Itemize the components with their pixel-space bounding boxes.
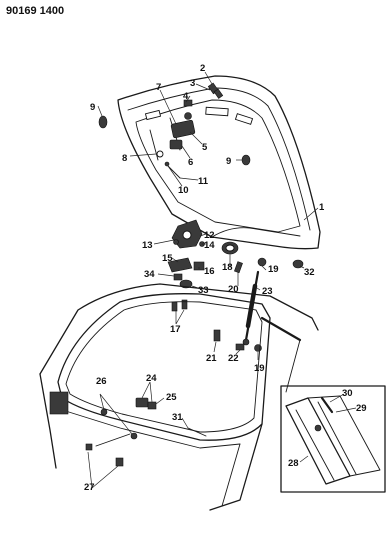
callout-14: 14 — [204, 240, 215, 251]
callout-9-right: 9 — [226, 156, 231, 167]
callout-12: 12 — [204, 230, 215, 241]
callout-4: 4 — [183, 91, 189, 102]
diagram-code: 90169 1400 — [6, 5, 64, 17]
callout-15: 15 — [162, 253, 173, 264]
callout-23: 23 — [262, 286, 273, 297]
callout-1: 1 — [319, 202, 325, 213]
callout-20: 20 — [228, 284, 239, 295]
leader-lines — [87, 71, 357, 489]
callout-30: 30 — [342, 388, 353, 399]
callout-9-left: 9 — [90, 102, 95, 113]
callout-32: 32 — [304, 267, 315, 278]
callout-33: 33 — [198, 285, 209, 296]
callout-10: 10 — [178, 185, 189, 196]
body-opening — [39, 283, 319, 511]
callout-3: 3 — [190, 78, 195, 89]
callout-17: 17 — [170, 324, 181, 335]
callout-25: 25 — [166, 392, 177, 403]
liftgate-panel — [117, 75, 321, 250]
callout-2: 2 — [200, 63, 205, 74]
callout-31: 31 — [172, 412, 183, 423]
callout-6: 6 — [188, 157, 193, 168]
callout-5: 5 — [202, 142, 208, 153]
liftgate-hardware — [98, 82, 251, 179]
callout-19-lower: 19 — [254, 363, 265, 374]
lower-hardware — [85, 397, 157, 467]
callout-22: 22 — [228, 353, 239, 364]
latch-assembly — [167, 219, 304, 312]
callout-18: 18 — [222, 262, 233, 273]
callout-19-upper: 19 — [268, 264, 279, 275]
callout-11: 11 — [198, 176, 209, 187]
callout-16: 16 — [204, 266, 215, 277]
callout-7: 7 — [156, 82, 161, 93]
callout-24: 24 — [146, 373, 157, 384]
callout-26: 26 — [96, 376, 107, 387]
callout-21: 21 — [206, 353, 217, 364]
callout-8: 8 — [122, 153, 127, 164]
callout-28: 28 — [288, 458, 299, 469]
callout-27: 27 — [84, 482, 95, 493]
detail-inset — [280, 339, 386, 493]
callout-labels: 1 2 3 4 5 6 7 8 9 9 10 11 12 13 14 15 16… — [84, 63, 367, 493]
callout-13: 13 — [142, 240, 153, 251]
callout-29: 29 — [356, 403, 367, 414]
callout-34: 34 — [144, 269, 155, 280]
